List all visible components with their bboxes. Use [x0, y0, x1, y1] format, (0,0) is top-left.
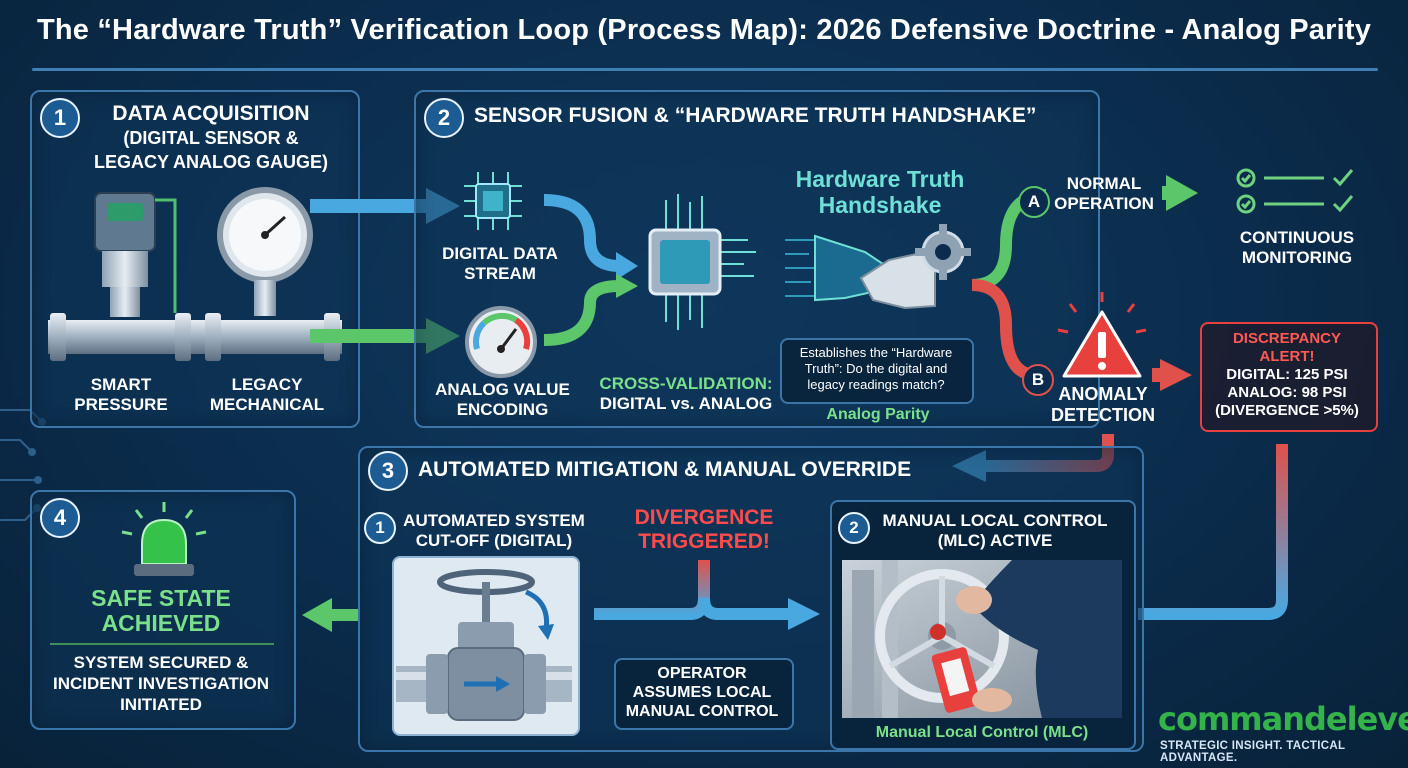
page-title: The “Hardware Truth” Verification Loop (… [36, 14, 1372, 46]
pipe-with-sensors-icon [48, 187, 342, 361]
operator-takes-control-box [614, 658, 794, 730]
panel1-heading: DATA ACQUISITION (DIGITAL SENSOR & LEGAC… [93, 102, 328, 172]
step-number-2: 2 [424, 98, 464, 138]
brand-logo: commandeleven [1158, 700, 1408, 738]
step-number-1: 1 [40, 98, 80, 138]
handshake-gear-icon [785, 224, 971, 310]
manual-local-control-label: MANUAL LOCAL CONTROL(MLC) ACTIVE [882, 511, 1108, 550]
branch-b-badge: B [1022, 364, 1054, 396]
panel-sensor-fusion [414, 90, 1100, 428]
step-number-4: 4 [40, 498, 80, 538]
operator-handwheel-photo [842, 560, 1122, 718]
branch-a-badge: A [1018, 186, 1050, 218]
panel2-heading: SENSOR FUSION & “HARDWARE TRUTH HANDSHAK… [474, 104, 1037, 127]
arrow-to-safe-state [302, 598, 358, 632]
panel3-heading: AUTOMATED MITIGATION & MANUAL OVERRIDE [418, 458, 912, 481]
safe-state-divider [50, 643, 274, 645]
mlc-caption: Manual Local Control (MLC) [875, 724, 1089, 741]
checklist-icon [1236, 168, 1354, 214]
substep-number-2: 2 [838, 512, 870, 544]
divergence-split-arrows [594, 560, 820, 630]
cross-validation-label: CROSS-VALIDATION: DIGITAL vs. ANALOG [599, 374, 773, 413]
analog-meter-icon [465, 306, 537, 378]
digital-chip-icon [464, 172, 522, 230]
discrepancy-alert-box [1200, 322, 1378, 432]
brand-tagline: STRATEGIC INSIGHT. TACTICAL ADVANTAGE. [1160, 740, 1346, 764]
discrepancy-alert-text: DISCREPANCY ALERT! DIGITAL: 125 PSI ANAL… [1215, 330, 1359, 419]
substep-number-1: 1 [364, 512, 396, 544]
analog-parity-label: Analog Parity [826, 406, 930, 423]
warning-triangle-icon [1057, 292, 1147, 378]
green-beacon-icon [121, 502, 207, 576]
title-divider [32, 68, 1378, 71]
fusion-flow-arrows [543, 194, 638, 346]
step-number-3: 3 [368, 451, 408, 491]
cross-validation-processor-icon [648, 194, 756, 330]
handshake-callout [780, 338, 974, 404]
gate-valve-icon [396, 569, 572, 721]
